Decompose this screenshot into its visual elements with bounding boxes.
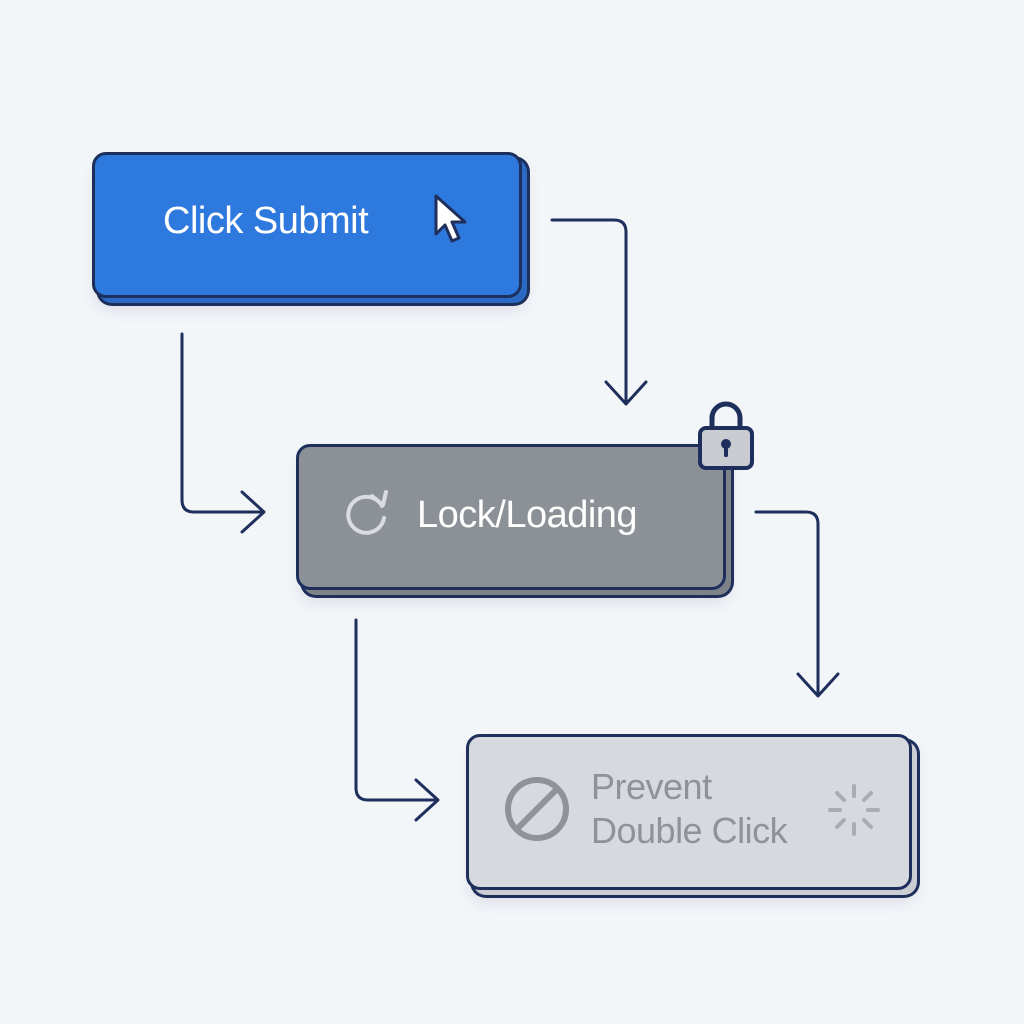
refresh-icon (346, 490, 388, 535)
lock-loading-button[interactable]: Lock/Loading (296, 444, 726, 590)
spinner-icon (828, 784, 880, 836)
connector-lock-to-prevent-left (354, 618, 438, 802)
connector-submit-to-lock-left (180, 332, 264, 514)
lock-loading-label: Lock/Loading (417, 494, 638, 536)
cursor-icon (434, 194, 467, 243)
prevent-label-line1: Prevent (591, 766, 712, 807)
prevent-label-line2: Double Click (591, 810, 788, 851)
click-submit-button[interactable]: Click Submit (92, 152, 522, 298)
connector-lock-to-prevent-right (754, 510, 820, 696)
arrowhead-lock-to-prevent-left (414, 778, 440, 822)
arrowhead-submit-to-lock-right (604, 380, 648, 406)
connector-submit-to-lock-right (550, 218, 628, 404)
arrowhead-lock-to-prevent-right (796, 672, 840, 698)
arrowhead-submit-to-lock-left (240, 490, 266, 534)
click-submit-label: Click Submit (163, 200, 369, 242)
prevent-double-click-label: Prevent Double Click (591, 765, 788, 853)
padlock-icon (698, 401, 754, 470)
no-entry-icon (505, 777, 569, 841)
